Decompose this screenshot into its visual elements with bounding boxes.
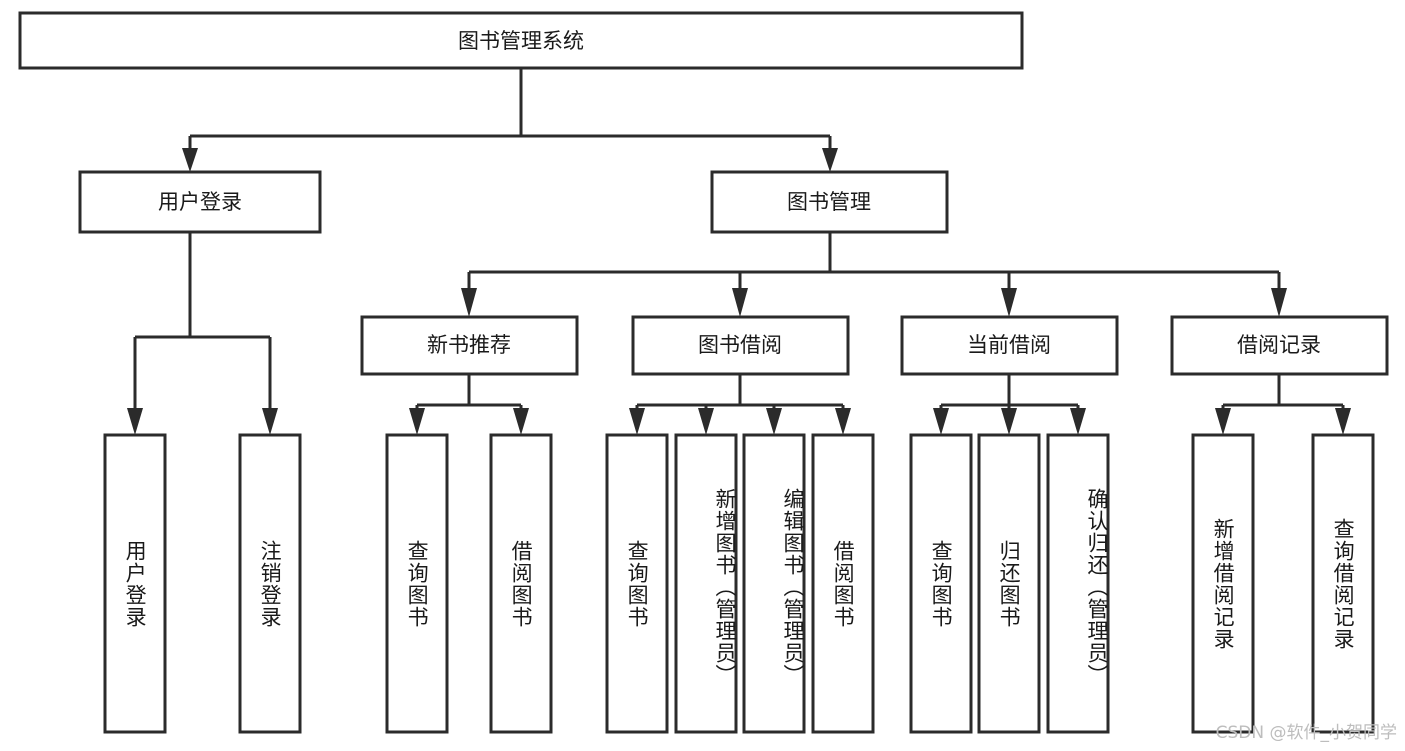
arrow-head-leaf-user-login <box>127 408 143 435</box>
node-current-borrow[interactable]: 当前借阅 <box>900 315 1119 376</box>
connector-group-user-login <box>127 232 278 435</box>
node-book-manage-label: 图书管理 <box>787 190 871 214</box>
leaf-box-query-book-2[interactable] <box>605 433 669 734</box>
node-borrow-record-box[interactable] <box>1170 315 1389 376</box>
node-root-label: 图书管理系统 <box>458 29 584 53</box>
arrow-head-leaf-query-record <box>1335 408 1351 435</box>
node-book-borrow-box[interactable] <box>631 315 850 376</box>
arrow-head-leaf-query-book-3 <box>933 408 949 435</box>
leaf-box-edit-book[interactable] <box>742 433 806 734</box>
leaf-box-query-book-1[interactable] <box>385 433 449 734</box>
arrow-head-leaf-add-record <box>1215 408 1231 435</box>
arrow-head-book-manage <box>822 148 838 172</box>
leaf-box-confirm-return[interactable] <box>1046 433 1110 734</box>
node-user-login-box[interactable] <box>78 170 322 234</box>
node-root-box[interactable] <box>18 11 1024 70</box>
connector-group-borrow-record <box>1215 374 1351 435</box>
arrow-head-leaf-add-book <box>698 408 714 435</box>
node-user-login[interactable]: 用户登录 <box>78 170 322 234</box>
arrow-head-leaf-return-book <box>1001 408 1017 435</box>
node-borrow-record-label: 借阅记录 <box>1237 333 1321 357</box>
node-current-borrow-box[interactable] <box>900 315 1119 376</box>
node-root[interactable]: 图书管理系统 <box>18 11 1024 70</box>
arrow-head-leaf-edit-book <box>766 408 782 435</box>
watermark-text: CSDN @软件_小贺同学 <box>1215 723 1397 743</box>
leaf-box-query-book-3[interactable] <box>909 433 973 734</box>
arrow-head-current-borrow <box>1001 288 1017 317</box>
node-book-borrow[interactable]: 图书借阅 <box>631 315 850 376</box>
arrow-head-new-book-rec <box>461 288 477 317</box>
leaf-box-return-book[interactable] <box>977 433 1041 734</box>
arrow-head-book-borrow <box>732 288 748 317</box>
leaf-box-borrow-book-1[interactable] <box>489 433 553 734</box>
leaf-box-add-record[interactable] <box>1191 433 1255 734</box>
node-book-borrow-label: 图书借阅 <box>698 333 782 357</box>
connector-group-book-borrow <box>629 374 851 435</box>
node-new-book-rec[interactable]: 新书推荐 <box>360 315 579 376</box>
node-user-login-label: 用户登录 <box>158 190 242 214</box>
node-borrow-record[interactable]: 借阅记录 <box>1170 315 1389 376</box>
arrow-head-user-login <box>182 148 198 172</box>
node-new-book-rec-box[interactable] <box>360 315 579 376</box>
node-book-manage-box[interactable] <box>710 170 949 234</box>
leaf-boxes <box>103 433 1375 734</box>
leaf-box-logout[interactable] <box>238 433 302 734</box>
leaf-box-query-record[interactable] <box>1311 433 1375 734</box>
arrow-head-borrow-record <box>1271 288 1287 317</box>
arrow-head-leaf-borrow-book-1 <box>513 408 529 435</box>
arrow-head-leaf-confirm-return <box>1070 408 1086 435</box>
connector-group-book-manage <box>461 232 1287 317</box>
leaf-box-user-login[interactable] <box>103 433 167 734</box>
arrow-head-leaf-borrow-book-2 <box>835 408 851 435</box>
node-new-book-rec-label: 新书推荐 <box>427 333 511 357</box>
node-current-borrow-label: 当前借阅 <box>967 333 1051 357</box>
arrow-head-leaf-query-book-1 <box>409 408 425 435</box>
arrow-head-leaf-query-book-2 <box>629 408 645 435</box>
connector-group-root <box>182 68 838 172</box>
leaf-box-add-book[interactable] <box>674 433 738 734</box>
node-book-manage[interactable]: 图书管理 <box>710 170 949 234</box>
arrow-head-leaf-logout <box>262 408 278 435</box>
leaf-box-borrow-book-2[interactable] <box>811 433 875 734</box>
connector-group-current-borrow <box>933 374 1086 435</box>
connector-group-new-book-rec <box>409 374 529 435</box>
